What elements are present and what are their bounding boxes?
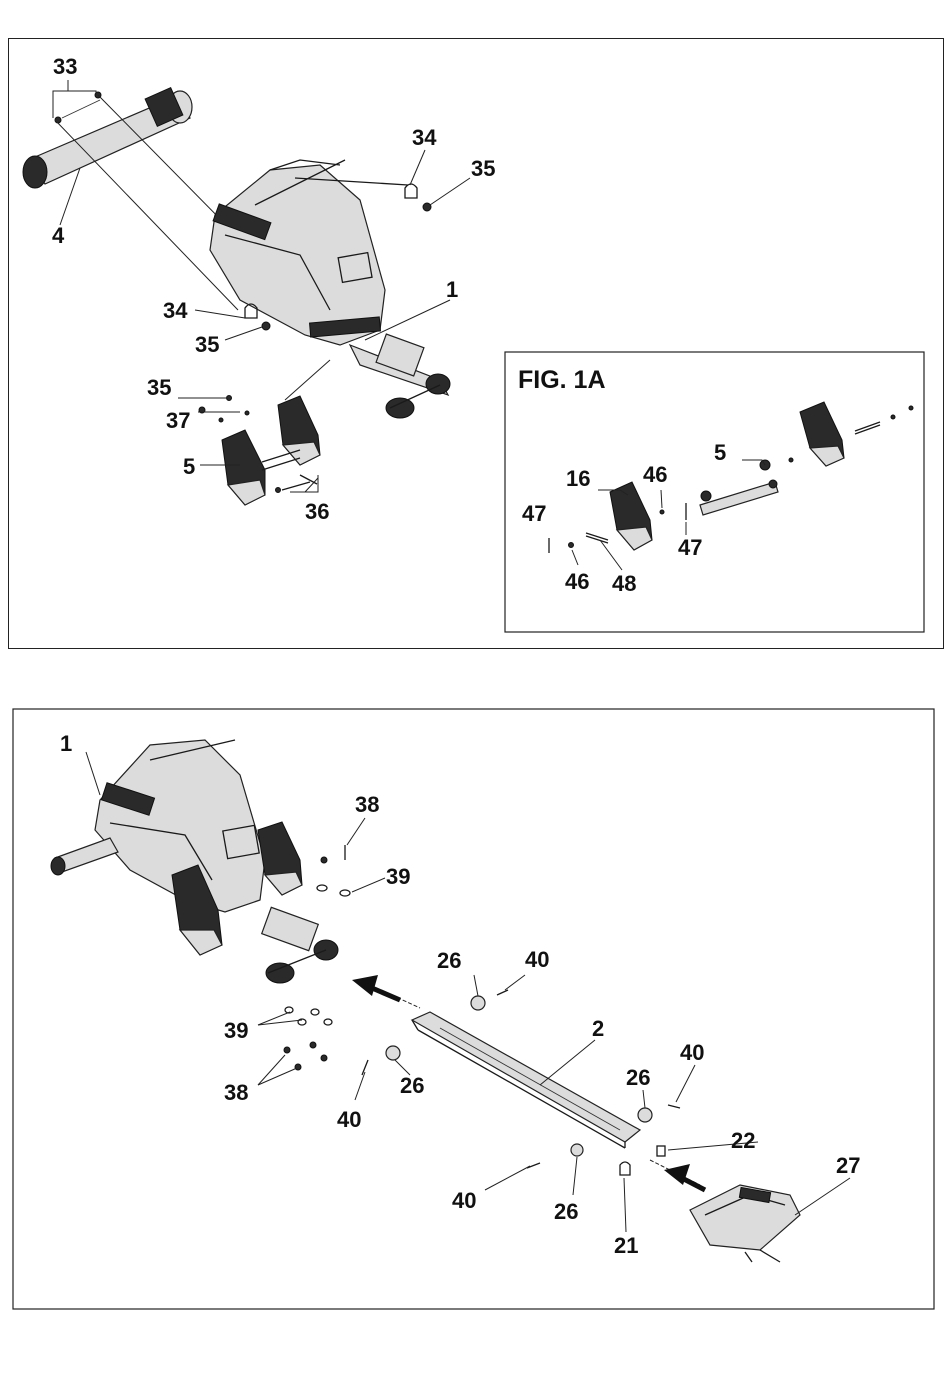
fig-1a-label-47-left: 47 xyxy=(522,501,546,526)
label-40-mid: 40 xyxy=(337,1107,361,1132)
label-1: 1 xyxy=(446,277,458,302)
label-26-bottom: 26 xyxy=(554,1199,578,1224)
label-36: 36 xyxy=(305,499,329,524)
label-33: 33 xyxy=(53,54,77,79)
fig-1a-label-48: 48 xyxy=(612,571,636,596)
label-35-feet: 35 xyxy=(147,375,171,400)
label-26-right: 26 xyxy=(626,1065,650,1090)
label-4: 4 xyxy=(52,223,65,248)
label-5: 5 xyxy=(183,454,195,479)
label-38-left: 38 xyxy=(224,1080,248,1105)
front-stabilizer-4 xyxy=(23,88,192,188)
fig-1a-title: FIG. 1A xyxy=(518,366,606,394)
label-22: 22 xyxy=(731,1128,755,1153)
pedal-leader-line xyxy=(285,360,330,400)
fig-1a-label-5: 5 xyxy=(714,440,726,465)
label-34-top: 34 xyxy=(412,125,437,150)
label-40-bottom: 40 xyxy=(452,1188,476,1213)
label-26-mid: 26 xyxy=(400,1073,424,1098)
label-37: 37 xyxy=(166,408,190,433)
arrow-frame-to-rail xyxy=(352,975,420,1008)
label-40-right: 40 xyxy=(680,1040,704,1065)
label-2-1: 1 xyxy=(60,731,72,756)
label-40-top: 40 xyxy=(525,947,549,972)
label-21: 21 xyxy=(614,1233,638,1258)
label-34-left: 34 xyxy=(163,298,188,323)
label-35-left: 35 xyxy=(195,332,219,357)
label-26-top: 26 xyxy=(437,948,461,973)
label-2: 2 xyxy=(592,1016,604,1041)
fig-1a-label-46-top: 46 xyxy=(643,462,667,487)
label-38-top: 38 xyxy=(355,792,379,817)
label-27: 27 xyxy=(836,1153,860,1178)
fig-1a-label-16: 16 xyxy=(566,466,590,491)
main-frame-1 xyxy=(210,160,450,418)
label-39-top: 39 xyxy=(386,864,410,889)
label-35-top: 35 xyxy=(471,156,495,181)
arrow-seat-to-rail xyxy=(650,1160,705,1190)
fig-1a-label-46-bottom: 46 xyxy=(565,569,589,594)
bolt-leader-line xyxy=(55,120,238,310)
label-39-left: 39 xyxy=(224,1018,248,1043)
fig-1a-label-47-right: 47 xyxy=(678,535,702,560)
rail-2 xyxy=(412,1012,640,1148)
seat-27 xyxy=(690,1185,800,1262)
